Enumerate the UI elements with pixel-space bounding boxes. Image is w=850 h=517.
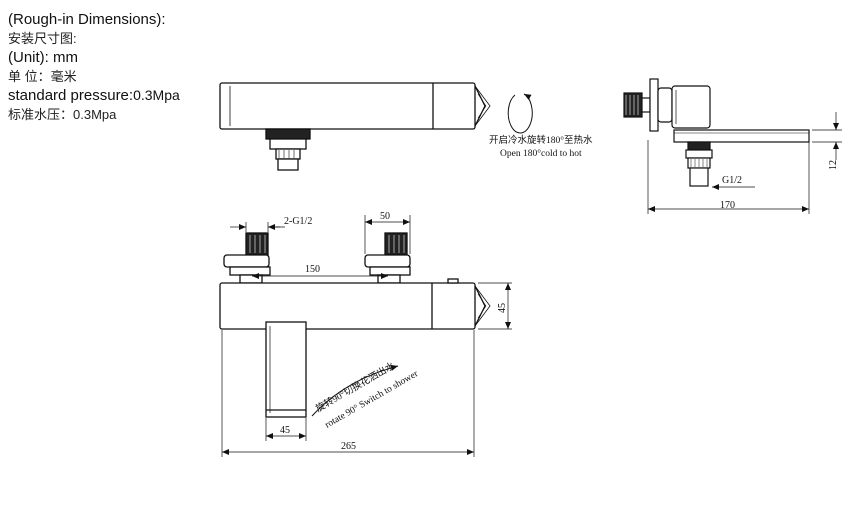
pressure-label-cn: 标准水压：0.3Mpa xyxy=(8,107,117,122)
top-note-cn: 开启冷水旋转180°至热水 xyxy=(489,134,593,146)
dim-side-thread: G1/2 xyxy=(722,175,742,186)
dim-front-spacing: 150 xyxy=(305,264,320,275)
dim-front-total-length: 265 xyxy=(341,441,356,452)
dim-front-spout-width: 45 xyxy=(280,425,290,436)
rough-in-title: (Rough-in Dimensions): xyxy=(8,11,166,28)
specs-block: (Rough-in Dimensions): 安装尺寸图: (Unit): mm… xyxy=(8,10,180,124)
rough-in-title-cn: 安装尺寸图: xyxy=(8,31,77,46)
side-view xyxy=(623,78,810,187)
dim-front-cap: 50 xyxy=(380,211,390,222)
side-dimensions xyxy=(647,112,842,214)
dim-front-body-height: 45 xyxy=(497,303,508,313)
pressure-label: standard pressure:0.3Mpa xyxy=(8,86,180,105)
front-dimensions xyxy=(221,215,512,457)
rotate-arrow xyxy=(507,93,533,134)
pressure-value: 0.3Mpa xyxy=(133,87,180,103)
pressure-key: standard pressure: xyxy=(8,87,134,104)
dim-front-inlets: 2-G1/2 xyxy=(284,216,312,227)
top-note-en: Open 180°cold to hot xyxy=(500,148,582,159)
dim-side-length: 170 xyxy=(720,200,735,211)
unit-label: (Unit): mm xyxy=(8,49,78,66)
front-view xyxy=(219,232,491,418)
switch-arrow xyxy=(311,364,399,417)
dim-side-height: 12 xyxy=(828,160,839,170)
unit-label-cn: 单 位：毫米 xyxy=(8,69,77,84)
top-view xyxy=(219,82,491,171)
